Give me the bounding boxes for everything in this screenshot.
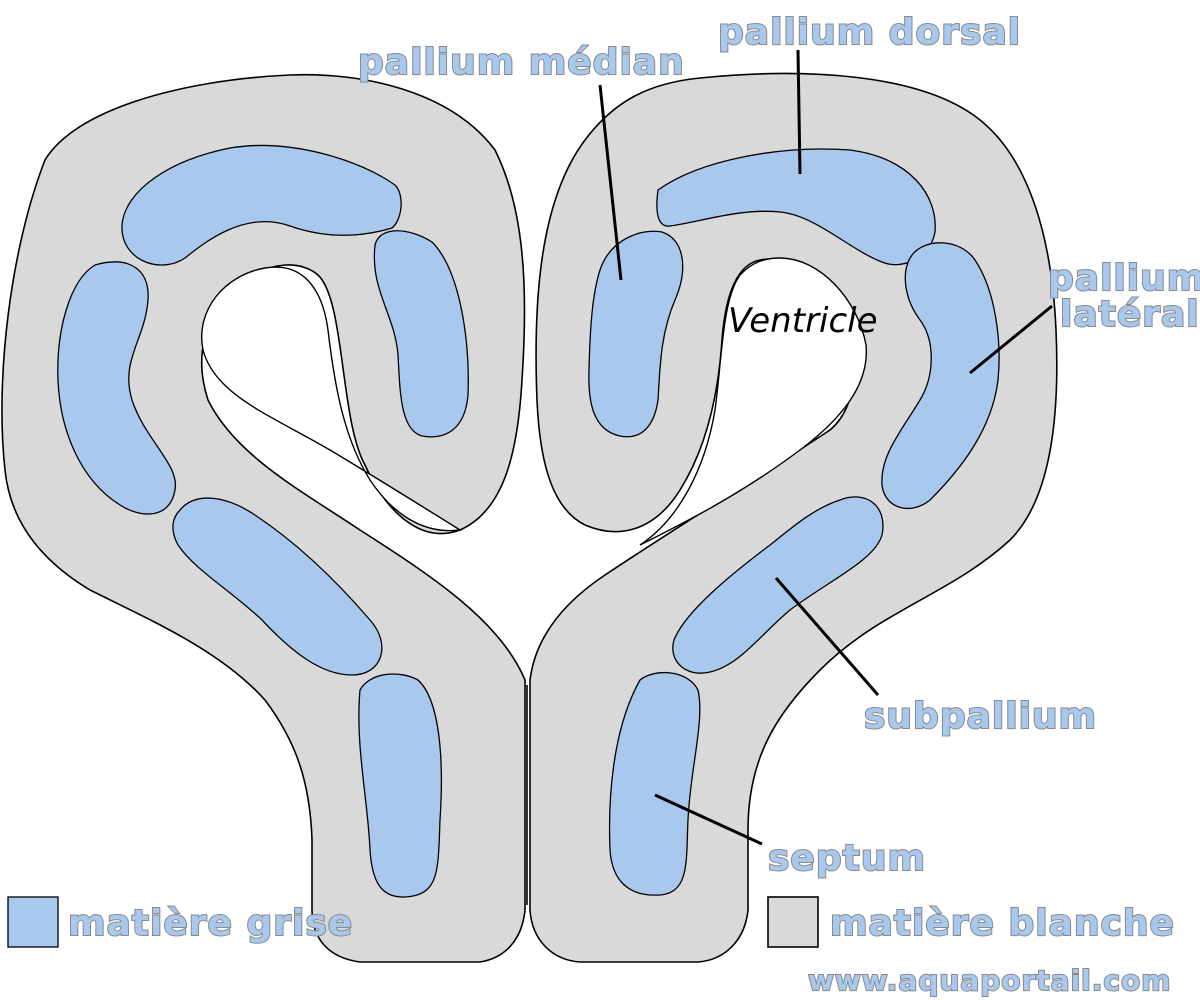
label-pallium-dorsal: pallium dorsal	[718, 12, 1021, 53]
left-septum-grey-matter	[358, 673, 443, 898]
right-subpallium-grey-matter	[672, 496, 884, 674]
label-pallium-lateral-line2: latéral	[1060, 294, 1200, 335]
label-septum: septum	[768, 838, 926, 879]
legend-white-matter-swatch	[767, 896, 819, 948]
septum-leader	[654, 793, 763, 846]
label-subpallium: subpallium	[864, 696, 1097, 737]
right-lateral-grey-matter	[881, 242, 1000, 509]
legend-grey-matter-label: matière grise	[68, 903, 353, 944]
left-medial-grey-matter	[373, 230, 469, 438]
pallium-median-leader	[598, 84, 623, 281]
watermark: www.aquaportail.com	[808, 964, 1171, 997]
pallium-lateral-leader	[969, 304, 1053, 375]
label-ventricle: Ventricle	[728, 301, 878, 341]
left-subpallium-grey-matter	[172, 497, 383, 676]
left-dorsal-grey-matter	[121, 144, 402, 266]
label-pallium-lateral-line1: pallium	[1048, 258, 1200, 299]
right-medial-grey-matter	[588, 230, 684, 438]
legend-white-matter-label: matière blanche	[830, 903, 1175, 944]
right-septum-grey-matter	[608, 671, 701, 896]
label-pallium-median: pallium médian	[358, 42, 685, 83]
right-dorsal-grey-matter	[656, 148, 936, 266]
subpallium-leader	[774, 577, 880, 696]
pallium-dorsal-leader	[796, 49, 802, 175]
right-ventricle-cavity	[639, 257, 868, 546]
legend-grey-matter-swatch	[7, 896, 59, 948]
left-ventricle-cavity	[201, 266, 463, 532]
left-lateral-grey-matter	[57, 261, 177, 515]
